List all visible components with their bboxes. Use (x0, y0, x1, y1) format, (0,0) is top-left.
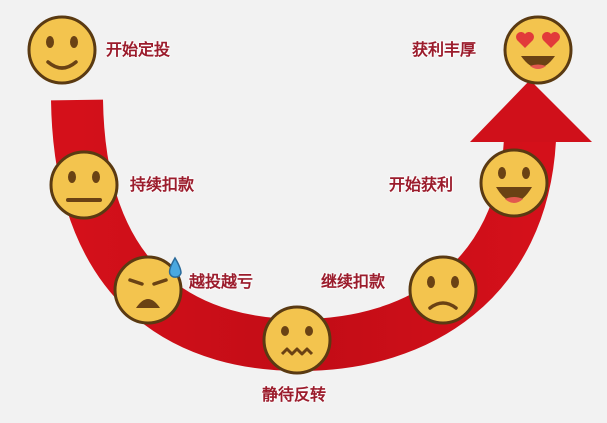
grin-face-icon (479, 148, 549, 218)
up-arrow-head (470, 80, 592, 142)
heart-eyes-face-icon (503, 15, 573, 85)
stage-label-continue: 持续扣款 (130, 175, 195, 194)
stage-label-big-profit: 获利丰厚 (412, 40, 477, 59)
confounded-face-icon (262, 305, 332, 375)
neutral-face-icon (49, 150, 119, 220)
stage-label-profit: 开始获利 (389, 175, 454, 194)
sad-sweat-face-icon (113, 255, 183, 325)
stage-label-keep-investing: 继续扣款 (321, 272, 386, 291)
slight-smile-face-icon (27, 15, 97, 85)
stage-label-losing: 越投越亏 (189, 272, 254, 291)
frown-face-icon (408, 255, 478, 325)
stage-label-wait: 静待反转 (262, 385, 327, 404)
stage-label-start: 开始定投 (106, 40, 171, 59)
